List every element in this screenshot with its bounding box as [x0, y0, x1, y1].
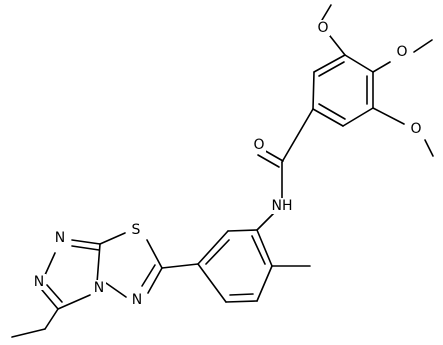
atom-label: N [94, 280, 104, 296]
bonds [11, 4, 434, 338]
bond [342, 107, 374, 127]
bond [147, 267, 163, 294]
bond [227, 229, 258, 232]
bond [424, 139, 434, 157]
bond [44, 308, 59, 330]
bond [41, 289, 59, 310]
bond [256, 212, 275, 231]
bond [146, 239, 163, 269]
atom-n-right-ring: N [129, 292, 144, 308]
atom-s-ring: S [128, 222, 143, 238]
bond [413, 39, 433, 53]
bond [329, 35, 346, 56]
atom-label: O [396, 44, 407, 60]
atom-labels: O O O O NH S N N [31, 20, 423, 308]
bond [57, 294, 91, 310]
atom-o-right-upper: O [394, 44, 409, 60]
bond [372, 107, 405, 125]
atom-n-amide: NH [270, 198, 294, 214]
bond [71, 245, 100, 251]
atom-o-right-lower: O [408, 121, 423, 137]
atom-label: NH [272, 198, 293, 214]
bond [71, 239, 101, 245]
atom-o-top: O [315, 20, 330, 36]
bond [44, 252, 56, 276]
bond [313, 54, 346, 73]
bond [161, 263, 199, 269]
bond [257, 154, 280, 168]
bond [105, 282, 127, 298]
bond [344, 54, 374, 73]
bond [312, 71, 315, 110]
bond [229, 293, 254, 296]
atom-o-carbonyl: O [251, 137, 266, 153]
atom-label: N [34, 274, 44, 290]
bond [141, 264, 156, 287]
bond [256, 265, 273, 302]
bond [11, 328, 46, 338]
bond [99, 232, 126, 245]
atom-label: N [132, 292, 142, 308]
bond [372, 61, 391, 73]
atom-label: O [253, 137, 264, 153]
bond [318, 103, 346, 120]
bond [225, 300, 258, 303]
bond [281, 108, 314, 163]
atom-label: O [317, 20, 328, 36]
bond [312, 108, 344, 127]
bond [197, 230, 229, 265]
atom-n-bridge: N [91, 280, 106, 296]
bond [46, 284, 63, 303]
bond [318, 61, 345, 77]
atom-n-left-mid: N [31, 274, 46, 290]
bond [205, 239, 230, 265]
atom-label: O [410, 121, 421, 137]
atom-label: N [55, 230, 65, 246]
atom-n-left-top: N [52, 230, 67, 246]
bond [251, 235, 266, 265]
bond [256, 229, 273, 267]
bond [321, 4, 332, 21]
bond [197, 263, 227, 303]
atom-label: S [132, 222, 141, 238]
